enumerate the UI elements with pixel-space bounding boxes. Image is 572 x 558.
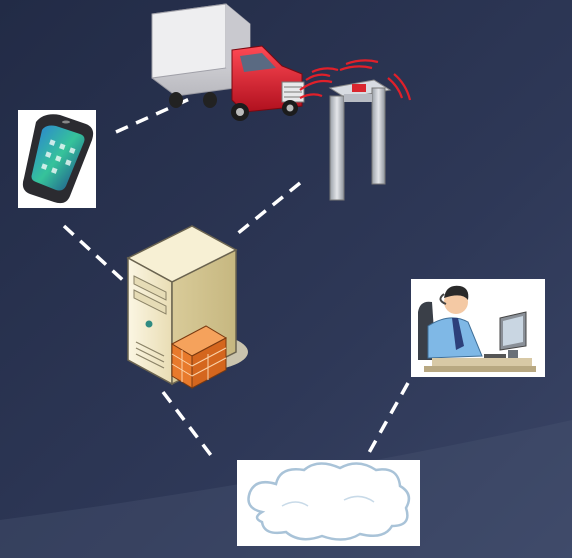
link-operator-cloud bbox=[364, 382, 410, 459]
smartphone-icon bbox=[22, 114, 94, 204]
link-server-cloud bbox=[161, 390, 215, 460]
firewall-icon bbox=[170, 325, 228, 389]
link-phone-server bbox=[62, 224, 128, 285]
operator-workstation-icon bbox=[418, 285, 536, 372]
cloud-icon bbox=[247, 462, 411, 541]
link-gate-server bbox=[230, 181, 302, 240]
truck-icon bbox=[151, 3, 305, 121]
server-firewall-icon bbox=[126, 225, 248, 389]
rfid-gate-icon bbox=[299, 59, 412, 201]
